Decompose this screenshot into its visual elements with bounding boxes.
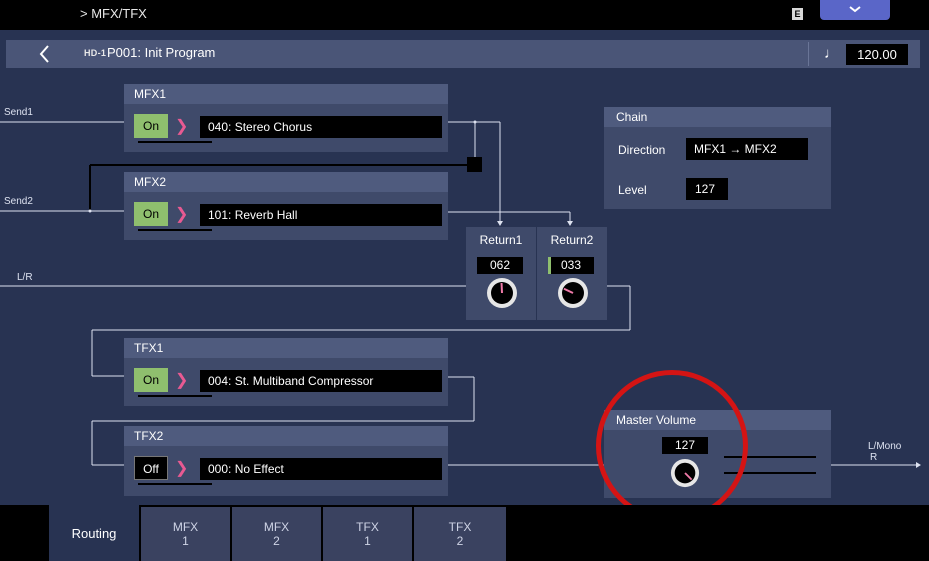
lr-label: L/R [17,272,33,283]
tfx2-title: TFX2 [134,429,164,443]
program-name[interactable]: P001: Init Program [107,45,216,60]
return1-block: Return1 062 [466,227,536,320]
mfx1-block: MFX1 On ❯ 040: Stereo Chorus [124,84,448,152]
tab-tfx1[interactable]: TFX 1 [323,507,412,561]
tfx1-block: TFX1 On ❯ 004: St. Multiband Compressor [124,338,448,406]
bank-tag: HD-1 [84,48,107,58]
tempo-value[interactable]: 120.00 [846,44,908,65]
tfx1-switch-button[interactable]: On [134,368,168,392]
chain-level-label: Level [618,183,647,197]
back-arrow-icon[interactable] [34,43,56,65]
chain-level-value[interactable]: 127 [686,178,728,200]
collapse-button[interactable] [820,0,890,20]
mfx1-title: MFX1 [134,87,167,101]
level-meter-left [724,456,816,458]
mfx2-title: MFX2 [134,175,167,189]
return1-value[interactable]: 062 [477,257,523,274]
return2-knob[interactable] [557,277,589,309]
tab-mfx2[interactable]: MFX 2 [232,507,321,561]
tfx2-effect-select[interactable]: 000: No Effect [200,458,442,480]
chain-panel: Chain Direction MFX1 → MFX2 Level 127 [604,107,831,209]
chevron-right-icon[interactable]: ❯ [175,460,189,477]
chevron-down-icon [849,6,861,13]
return2-value[interactable]: 033 [548,257,594,274]
top-bar: > MFX/TFX E [0,0,929,30]
chevron-right-icon[interactable]: ❯ [175,206,189,223]
level-meter-right [724,472,816,474]
return1-title: Return1 [479,233,523,247]
tab-tfx2[interactable]: TFX 2 [414,507,506,561]
output-lmono-label: L/Mono [868,441,902,452]
mfx2-underline [138,229,212,231]
tfx2-underline [138,483,212,485]
divider [808,42,809,66]
quarter-note-icon: ♩ [824,45,839,62]
mfx2-switch-button[interactable]: On [134,202,168,226]
edit-badge: E [792,8,803,20]
mfx1-effect-select[interactable]: 040: Stereo Chorus [200,116,442,138]
send2-label: Send2 [4,196,33,207]
chain-direction-label: Direction [618,143,666,157]
chain-direction-select[interactable]: MFX1 → MFX2 [686,138,808,160]
return2-title: Return2 [550,233,594,247]
tab-routing[interactable]: Routing [49,505,139,561]
tab-bar: Routing MFX 1 MFX 2 TFX 1 TFX 2 [0,505,929,561]
output-r-label: R [870,452,878,463]
return1-knob[interactable] [486,277,518,309]
return2-level-indicator [548,257,551,274]
send1-label: Send1 [4,107,33,118]
program-bar: HD-1 P001: Init Program ♩ 120.00 [6,40,920,68]
tfx1-title: TFX1 [134,341,164,355]
return2-block: Return2 033 [537,227,607,320]
mfx1-underline [138,141,212,143]
chevron-right-icon[interactable]: ❯ [175,118,189,135]
mfx2-effect-select[interactable]: 101: Reverb Hall [200,204,442,226]
chevron-right-icon[interactable]: ❯ [175,372,189,389]
tab-mfx1[interactable]: MFX 1 [141,507,230,561]
tfx2-block: TFX2 Off ❯ 000: No Effect [124,426,448,496]
mfx1-switch-button[interactable]: On [134,114,168,138]
mfx2-block: MFX2 On ❯ 101: Reverb Hall [124,172,448,240]
highlight-circle [596,370,748,522]
chain-title: Chain [616,110,648,124]
tfx2-switch-button[interactable]: Off [134,456,168,480]
breadcrumb: > MFX/TFX [80,6,147,21]
tfx1-underline [138,395,212,397]
tfx1-effect-select[interactable]: 004: St. Multiband Compressor [200,370,442,392]
